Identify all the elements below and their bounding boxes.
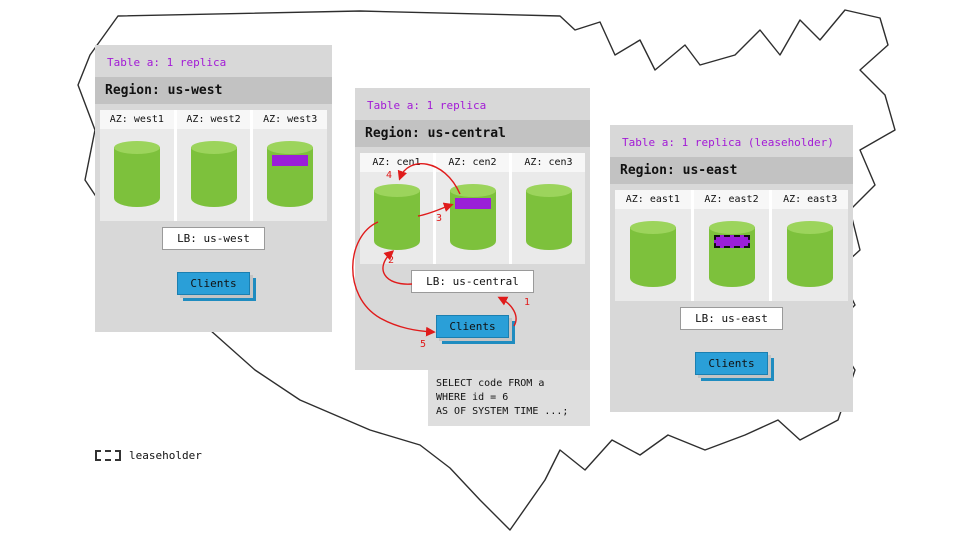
sql-line: WHERE id = 6 xyxy=(436,392,509,403)
load-balancer-us-central: LB: us-central xyxy=(411,270,534,293)
az-row: AZ: cen1 AZ: cen2 AZ: cen3 xyxy=(360,153,585,264)
az-label: AZ: east1 xyxy=(615,190,691,209)
cylinder-top xyxy=(113,141,160,154)
region-title: Region: us-east xyxy=(610,157,853,184)
az-label: AZ: east3 xyxy=(772,190,849,209)
replica-cylinder xyxy=(629,221,676,287)
cylinder-body xyxy=(629,227,676,287)
clients-button-us-west[interactable]: Clients xyxy=(177,272,250,295)
az-column-west2: AZ: west2 xyxy=(176,110,251,221)
az-column-west3: AZ: west3 xyxy=(253,110,328,221)
az-column-cen3: AZ: cen3 xyxy=(512,153,585,264)
clients-button-us-east[interactable]: Clients xyxy=(695,352,768,375)
cylinder-top xyxy=(525,184,572,197)
cylinder-body xyxy=(787,227,834,287)
table-replica-label: Table a: 1 replica xyxy=(367,99,487,112)
sql-line: SELECT code FROM a xyxy=(436,378,545,389)
leaseholder-swatch-icon xyxy=(95,450,121,461)
cylinder-top xyxy=(373,184,420,197)
region-panel-us-central: Table a: 1 replica Region: us-central AZ… xyxy=(355,88,590,370)
az-label: AZ: west1 xyxy=(100,110,174,129)
legend-label: leaseholder xyxy=(129,449,202,462)
az-row: AZ: east1 AZ: east2 AZ: east3 xyxy=(615,190,849,301)
az-column-east2: AZ: east2 xyxy=(693,190,770,301)
cylinder-body xyxy=(113,147,160,207)
replica-cylinder xyxy=(787,221,834,287)
replica-cylinder xyxy=(525,184,572,250)
load-balancer-us-east: LB: us-east xyxy=(680,307,783,330)
cylinder-top xyxy=(787,221,834,234)
region-panel-us-west: Table a: 1 replica Region: us-west AZ: w… xyxy=(95,45,332,332)
cylinder-top xyxy=(449,184,496,197)
az-label: AZ: west3 xyxy=(253,110,328,129)
az-row: AZ: west1 AZ: west2 AZ: west3 xyxy=(100,110,328,221)
cylinder-body xyxy=(525,190,572,250)
cylinder-top xyxy=(190,141,237,154)
replica-range-bar xyxy=(272,155,309,166)
az-label: AZ: west2 xyxy=(176,110,251,129)
az-column-east1: AZ: east1 xyxy=(615,190,691,301)
load-balancer-us-west: LB: us-west xyxy=(162,227,265,250)
region-title: Region: us-central xyxy=(355,120,590,147)
cylinder-body xyxy=(373,190,420,250)
cylinder-top xyxy=(629,221,676,234)
az-label: AZ: east2 xyxy=(693,190,770,209)
replica-cylinder xyxy=(373,184,420,250)
replica-cylinder xyxy=(113,141,160,207)
az-column-west1: AZ: west1 xyxy=(100,110,174,221)
region-panel-us-east: Table a: 1 replica (leaseholder) Region:… xyxy=(610,125,853,412)
replica-cylinder-with-range xyxy=(449,184,496,250)
table-replica-label: Table a: 1 replica xyxy=(107,56,227,69)
replica-cylinder-with-range xyxy=(267,141,314,207)
cylinder-top xyxy=(267,141,314,154)
table-replica-label: Table a: 1 replica (leaseholder) xyxy=(622,136,834,149)
az-label: AZ: cen2 xyxy=(436,153,509,172)
sql-query-block: SELECT code FROM a WHERE id = 6 AS OF SY… xyxy=(428,370,590,426)
cylinder-body xyxy=(190,147,237,207)
sql-line: AS OF SYSTEM TIME ...; xyxy=(436,406,569,417)
replica-range-bar xyxy=(454,198,491,209)
replica-cylinder-leaseholder xyxy=(708,221,755,287)
az-column-east3: AZ: east3 xyxy=(772,190,849,301)
az-column-cen1: AZ: cen1 xyxy=(360,153,433,264)
az-label: AZ: cen1 xyxy=(360,153,433,172)
replica-cylinder xyxy=(190,141,237,207)
region-title: Region: us-west xyxy=(95,77,332,104)
clients-button-us-central[interactable]: Clients xyxy=(436,315,509,338)
leaseholder-range-bar xyxy=(713,235,750,248)
az-label: AZ: cen3 xyxy=(512,153,585,172)
az-column-cen2: AZ: cen2 xyxy=(436,153,509,264)
leaseholder-legend: leaseholder xyxy=(95,449,202,462)
cylinder-top xyxy=(708,221,755,234)
